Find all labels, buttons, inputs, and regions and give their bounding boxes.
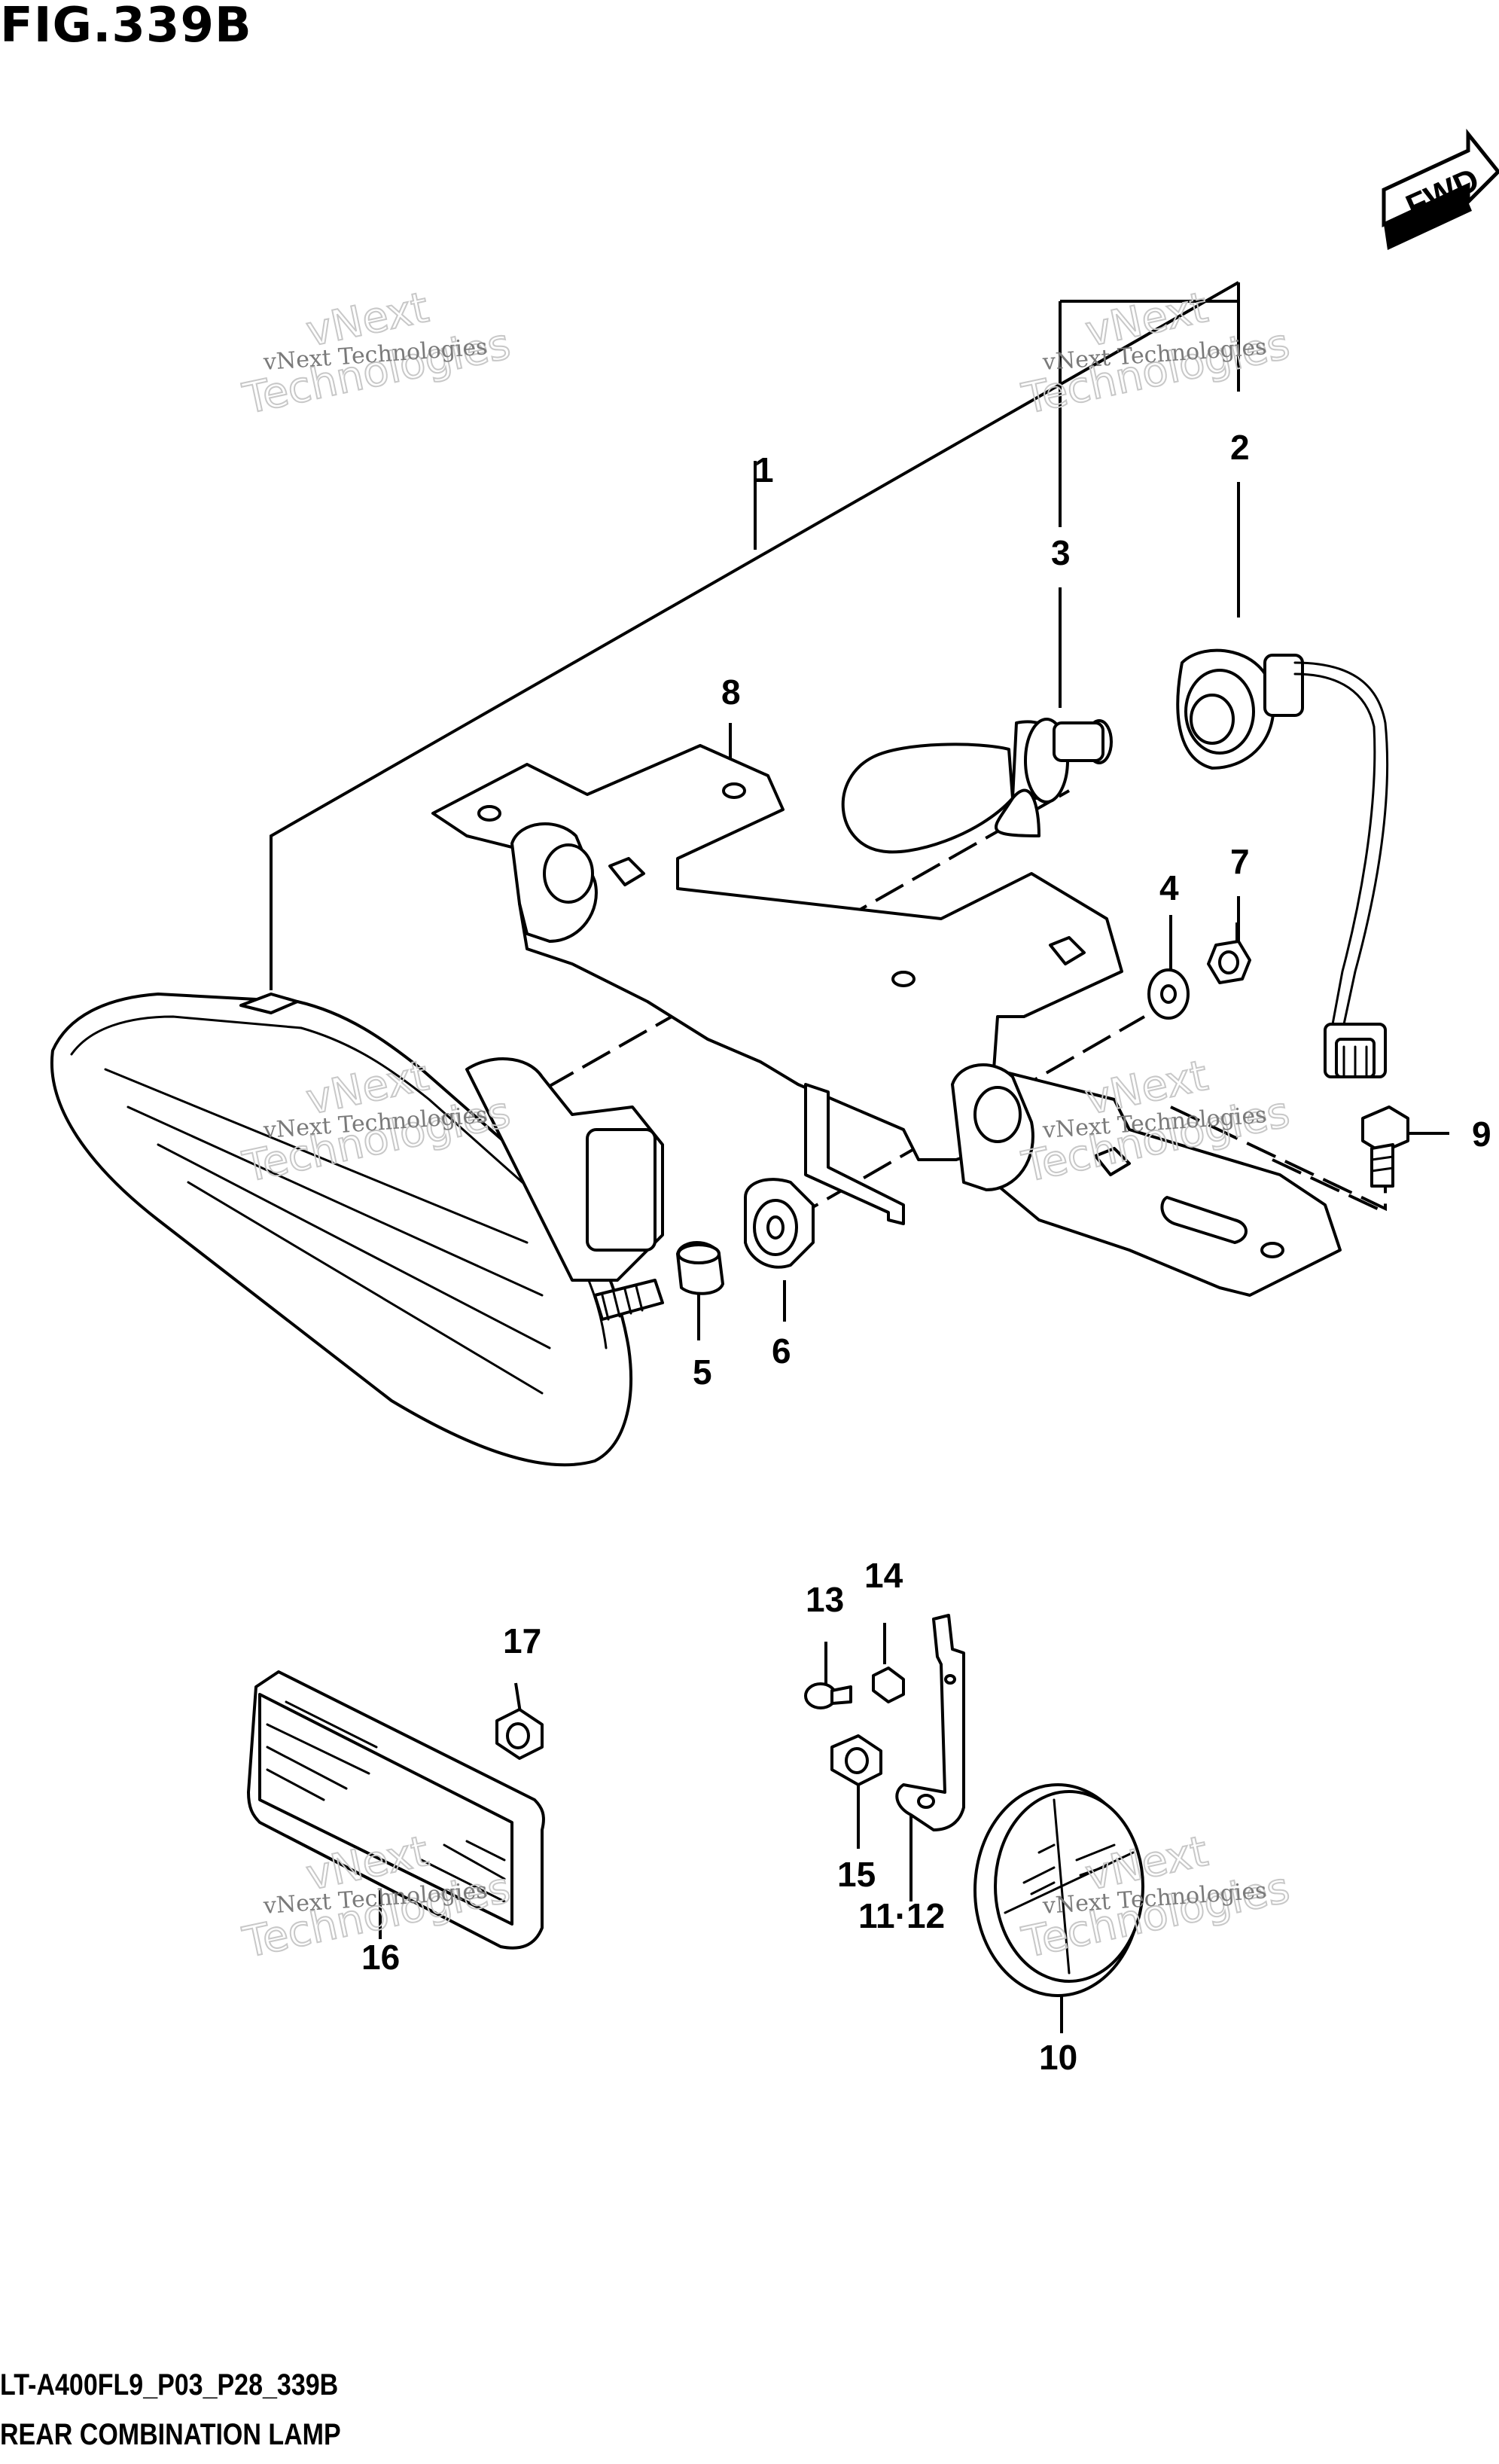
callout-16: 16: [361, 1938, 400, 1977]
diagram-code: LT-A400FL9_P03_P28_339B: [0, 2368, 339, 2401]
license-lamp-nut: [830, 1734, 882, 1786]
callout-14: 14: [864, 1556, 903, 1595]
lamp-bulb: [841, 718, 1113, 854]
bolt: [1361, 1105, 1409, 1188]
watermark-group: vNext Technologies vNext Technologies vN…: [238, 282, 1294, 1968]
nut: [1207, 940, 1251, 984]
figure-title: FIG.339B: [0, 0, 252, 53]
callout-labels: 1 2 3 4 5 6 7 8 9 10 11·12 13 14 15 16 1…: [361, 428, 1491, 2077]
washer: [1147, 968, 1190, 1020]
bulb-socket-harness: [1176, 648, 1389, 1078]
callout-17: 17: [503, 1621, 541, 1660]
grommet: [744, 1178, 815, 1269]
callout-5: 5: [693, 1352, 712, 1392]
callout-4: 4: [1159, 868, 1179, 907]
screw: [804, 1682, 852, 1709]
callout-9: 9: [1472, 1115, 1491, 1154]
callout-15: 15: [837, 1855, 876, 1894]
license-lamp: [973, 1783, 1144, 1997]
diagram-name: REAR COMBINATION LAMP: [0, 2418, 341, 2451]
callout-13: 13: [806, 1580, 844, 1619]
reflector-nut: [495, 1708, 544, 1760]
callout-8: 8: [721, 672, 741, 712]
leader-lines: [270, 281, 1449, 2033]
tail-lamp-assembly: [50, 993, 664, 1467]
collar: [676, 1241, 724, 1295]
callout-10: 10: [1039, 2038, 1077, 2077]
license-lamp-bracket: [895, 1614, 965, 1831]
watermark: vNext Technologies vNext Technologies: [1017, 282, 1294, 425]
reflector: [247, 1670, 545, 1950]
watermark: vNext Technologies vNext Technologies: [238, 282, 515, 425]
callout-6: 6: [772, 1331, 791, 1371]
callout-2: 2: [1230, 428, 1250, 467]
callout-1: 1: [754, 450, 774, 489]
callout-3: 3: [1051, 533, 1071, 572]
screw-nut: [872, 1667, 905, 1703]
lamp-bracket: [431, 744, 1342, 1297]
callout-11-12: 11·12: [858, 1896, 945, 1935]
fwd-arrow-icon: FWD: [1382, 128, 1499, 250]
callout-7: 7: [1230, 842, 1250, 881]
